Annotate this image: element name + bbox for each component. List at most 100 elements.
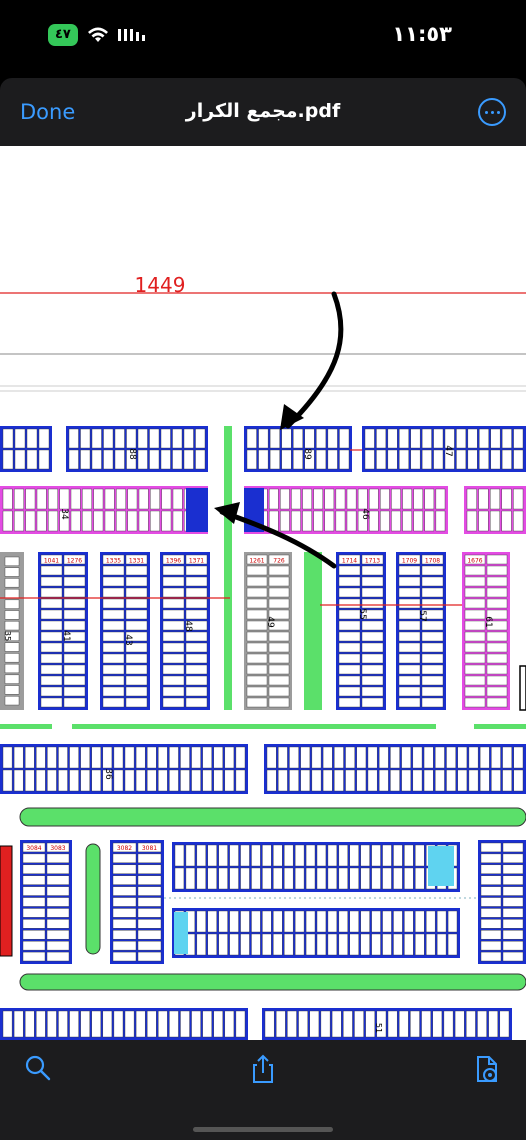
plot-cell: [501, 510, 512, 532]
plot-cell: [80, 1010, 90, 1038]
plot-cell: [185, 587, 208, 598]
plot-cell: [421, 686, 444, 697]
plot-cell: [361, 620, 384, 631]
plot-cell: [150, 488, 160, 510]
plot-cell: [127, 510, 138, 532]
plot-cell: [432, 1010, 443, 1038]
plot-cell: [480, 919, 502, 929]
plot-cell: [268, 587, 290, 598]
plot-cell: [4, 588, 20, 599]
plot-cell: [169, 746, 179, 769]
plot-cell: [335, 510, 346, 532]
plot-cell: [360, 933, 370, 956]
plot-cell: [502, 842, 524, 853]
plot-cell: [298, 1010, 308, 1038]
plot-cell: [316, 867, 327, 890]
plot-cell: [102, 653, 125, 664]
plot-cell: [246, 620, 268, 631]
battery-indicator: ٤٧: [48, 24, 78, 46]
plot-cell: [365, 1010, 376, 1038]
plot-cell: [240, 867, 250, 890]
plot-cell: [246, 576, 268, 587]
plot-cell: [398, 598, 421, 609]
plot-cell: [48, 510, 58, 532]
plot-cell: [436, 933, 447, 956]
plot-cell: [246, 587, 268, 598]
plot-cell: [478, 488, 489, 510]
plot-cell: [4, 578, 20, 588]
plot-cell: [40, 697, 63, 708]
plot-cell: [280, 488, 290, 510]
plot-cell: [103, 449, 114, 470]
plot-cell: [4, 631, 20, 641]
plot-cell: [486, 565, 508, 576]
plot-cell: [480, 886, 502, 896]
plot-cell: [185, 554, 208, 565]
plot-cell: [262, 867, 272, 890]
plot-cell: [464, 675, 486, 686]
block-label: 36: [103, 768, 113, 780]
plot-cell: [112, 875, 137, 885]
plot-cell: [327, 867, 338, 890]
plot-cell: [361, 697, 384, 708]
plot-cell: [421, 565, 444, 576]
plot-cell: [91, 746, 102, 769]
block-label: 48: [183, 620, 193, 632]
plot-cell: [387, 449, 398, 470]
plot-cell: [162, 631, 185, 642]
plot-cell: [302, 510, 312, 532]
plot-cell: [464, 631, 486, 642]
plot-cell: [421, 576, 444, 587]
wifi-icon: [87, 27, 108, 42]
share-icon[interactable]: [249, 1054, 277, 1084]
plot-cell: [172, 510, 183, 532]
plot-cell: [103, 428, 114, 449]
done-button[interactable]: Done: [20, 100, 76, 124]
plot-cell: [63, 576, 86, 587]
plot-cell: [262, 910, 272, 933]
plot-cell: [268, 686, 290, 697]
plot-cell: [464, 554, 486, 565]
plot-cell: [58, 1010, 68, 1038]
more-options-icon[interactable]: [478, 98, 506, 126]
plot-cell: [404, 933, 414, 956]
plot-cell: [390, 769, 400, 792]
plot-cell: [46, 886, 70, 896]
block-55: [336, 552, 386, 710]
plot-cell: [191, 746, 201, 769]
plot-cell: [26, 428, 38, 449]
plot-cell: [464, 609, 486, 620]
plot-cell: [327, 449, 338, 470]
plot-cell: [36, 1010, 46, 1038]
plot-cell: [398, 675, 421, 686]
plot-cell: [313, 488, 323, 510]
plot-cell: [398, 686, 421, 697]
plot-cell: [240, 910, 250, 933]
plot-cell: [102, 587, 125, 598]
plot-cell: [125, 598, 148, 609]
plot-cell: [278, 746, 288, 769]
plot-cell: [185, 565, 208, 576]
plot-cell: [444, 449, 455, 470]
cellular-signal-icon: [117, 29, 145, 41]
plot-cell: [246, 609, 268, 620]
plot-cell: [102, 631, 125, 642]
block-57: [396, 552, 446, 710]
plot-cell: [246, 449, 257, 470]
markup-icon[interactable]: [472, 1054, 502, 1084]
search-icon[interactable]: [24, 1054, 52, 1082]
plot-cell: [38, 428, 50, 449]
plot-cell: [162, 675, 185, 686]
plot-cell: [162, 686, 185, 697]
plot-cell: [435, 769, 445, 792]
plot-cell: [401, 769, 412, 792]
plot-cell: [433, 428, 444, 449]
plot-cell: [102, 746, 113, 769]
plot-cell: [479, 746, 490, 769]
plot-cell: [185, 697, 208, 708]
plot-cell: [40, 565, 63, 576]
plot-cell: [46, 875, 70, 885]
plot-cell: [4, 599, 20, 609]
